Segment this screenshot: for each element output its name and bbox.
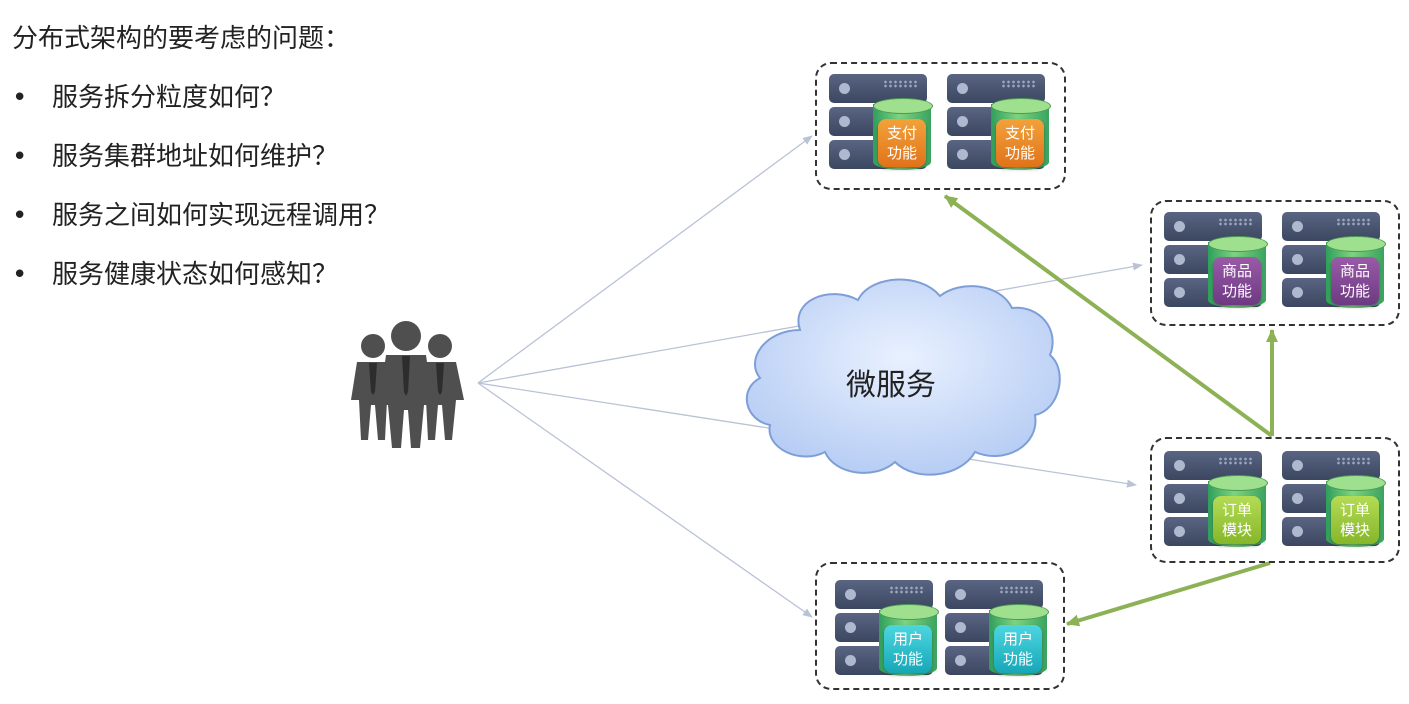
product-badge: 商品功能	[1331, 257, 1379, 305]
payment-cluster: 支付功能 支付功能	[815, 62, 1066, 190]
question-item: • 服务集群地址如何维护？	[12, 137, 390, 196]
server-icon: 支付功能	[829, 74, 933, 170]
database-icon: 订单模块	[1326, 475, 1386, 551]
users-icon	[351, 321, 464, 448]
question-text: 服务拆分粒度如何？	[52, 83, 287, 113]
arrow-to-user	[477, 382, 813, 618]
database-icon: 支付功能	[991, 98, 1051, 174]
user-cluster: 用户功能 用户功能	[815, 562, 1065, 690]
product-badge: 商品功能	[1213, 257, 1261, 305]
user-badge: 用户功能	[884, 625, 932, 673]
question-text: 服务集群地址如何维护？	[52, 142, 339, 172]
order-cluster: 订单模块 订单模块	[1150, 437, 1400, 563]
question-text: 服务之间如何实现远程调用？	[52, 201, 391, 231]
server-icon: 商品功能	[1282, 212, 1386, 308]
page-title: 分布式架构的要考虑的问题：	[12, 24, 351, 54]
database-icon: 用户功能	[989, 604, 1049, 680]
arrow-order-to-user	[1066, 561, 1271, 627]
database-icon: 用户功能	[879, 604, 939, 680]
arrow-to-payment	[477, 135, 813, 384]
question-item: • 服务之间如何实现远程调用？	[12, 196, 390, 255]
bullet-icon: •	[12, 260, 28, 290]
cloud-shape	[745, 278, 1061, 476]
question-text: 服务健康状态如何感知？	[52, 260, 339, 290]
server-icon: 订单模块	[1164, 451, 1268, 547]
server-icon: 订单模块	[1282, 451, 1386, 547]
question-list: • 服务拆分粒度如何？ • 服务集群地址如何维护？ • 服务之间如何实现远程调用？ •…	[12, 78, 390, 314]
arrow-order-to-payment	[943, 194, 1274, 438]
database-icon: 支付功能	[873, 98, 933, 174]
question-item: • 服务拆分粒度如何？	[12, 78, 390, 137]
server-icon: 商品功能	[1164, 212, 1268, 308]
payment-badge: 支付功能	[878, 119, 926, 167]
order-badge: 订单模块	[1213, 496, 1261, 544]
payment-badge: 支付功能	[996, 119, 1044, 167]
bullet-icon: •	[12, 201, 28, 231]
service-call-arrows	[943, 194, 1278, 627]
user-badge: 用户功能	[994, 625, 1042, 673]
order-badge: 订单模块	[1331, 496, 1379, 544]
database-icon: 商品功能	[1208, 236, 1268, 312]
cloud-label: 微服务	[846, 368, 936, 403]
bullet-icon: •	[12, 142, 28, 172]
database-icon: 商品功能	[1326, 236, 1386, 312]
server-icon: 用户功能	[835, 580, 939, 676]
product-cluster: 商品功能 商品功能	[1150, 200, 1400, 326]
question-item: • 服务健康状态如何感知？	[12, 255, 390, 314]
database-icon: 订单模块	[1208, 475, 1268, 551]
server-icon: 用户功能	[945, 580, 1049, 676]
bullet-icon: •	[12, 83, 28, 113]
server-icon: 支付功能	[947, 74, 1051, 170]
